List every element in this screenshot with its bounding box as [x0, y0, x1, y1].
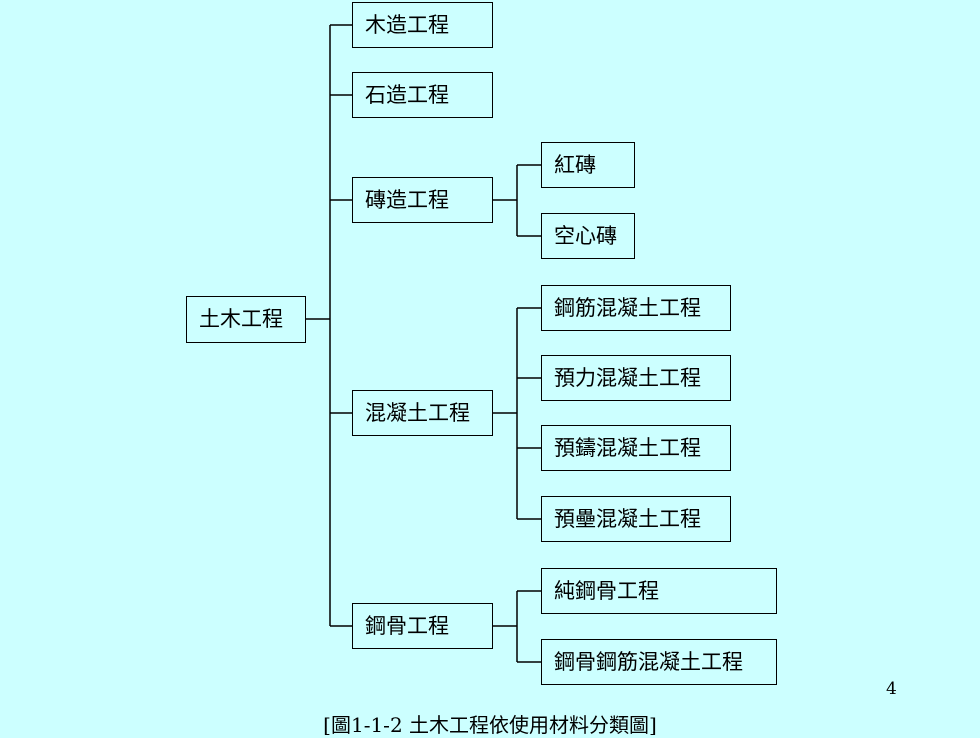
category-node-steel: 鋼骨工程 — [352, 603, 493, 649]
leaf-node-prestressed-concrete: 預力混凝土工程 — [541, 355, 731, 401]
category-node-stone: 石造工程 — [352, 72, 493, 118]
leaf-node-red-brick: 紅磚 — [541, 142, 635, 188]
leaf-node-precast-concrete: 預鑄混凝土工程 — [541, 425, 731, 471]
leaf-node-pure-steel: 純鋼骨工程 — [541, 568, 777, 614]
page-number: 4 — [886, 679, 897, 699]
category-node-concrete: 混凝土工程 — [352, 390, 493, 436]
leaf-node-src: 鋼骨鋼筋混凝土工程 — [541, 639, 777, 685]
root-node: 土木工程 — [186, 296, 306, 343]
category-node-brick: 磚造工程 — [352, 177, 493, 223]
figure-caption: [圖1-1-2 土木工程依使用材料分類圖] — [323, 713, 657, 737]
leaf-node-preplaced-concrete: 預壘混凝土工程 — [541, 496, 731, 542]
leaf-node-reinforced-concrete: 鋼筋混凝土工程 — [541, 285, 731, 331]
category-node-wood: 木造工程 — [352, 2, 493, 48]
leaf-node-hollow-brick: 空心磚 — [541, 213, 635, 259]
